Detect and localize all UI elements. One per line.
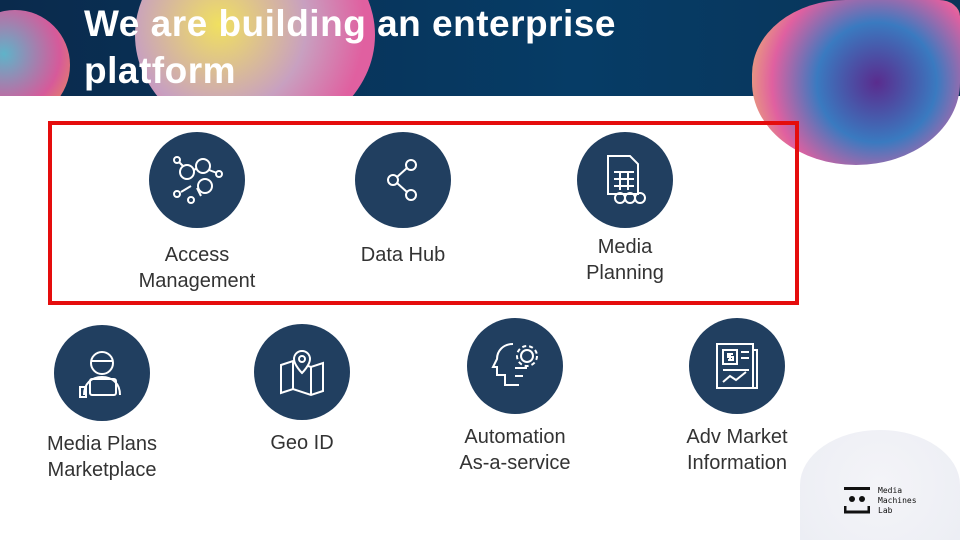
- feature-label: Adv Market: [686, 426, 788, 448]
- feature-label: Automation: [464, 426, 566, 448]
- logo-text: Media: [878, 486, 903, 495]
- page-title: We are building an enterprise platform: [84, 3, 616, 91]
- network-users-icon: [149, 132, 245, 228]
- feature-label: Information: [686, 452, 788, 474]
- decor-blob: [752, 0, 960, 165]
- feature-label: Media: [597, 236, 653, 258]
- logo-text: Machines: [878, 496, 917, 505]
- logo-face-icon: [844, 487, 870, 514]
- feature-label: Media Plans: [46, 433, 158, 455]
- feature-label: Access: [164, 244, 230, 266]
- document-coins-icon: [577, 132, 673, 228]
- share-icon: [355, 132, 451, 228]
- head-gear-icon: [467, 318, 563, 414]
- feature-label: Data Hub: [360, 244, 446, 266]
- user-laptop-icon: [54, 325, 150, 421]
- map-pin-icon: [254, 324, 350, 420]
- decor-blob: [135, 0, 375, 96]
- feature-label: Management: [138, 270, 256, 292]
- highlight-box: [48, 121, 799, 305]
- feature-geo-id[interactable]: Geo ID: [202, 324, 402, 456]
- newspaper-chart-icon: [689, 318, 785, 414]
- feature-data-hub[interactable]: Data Hub: [303, 132, 503, 268]
- feature-label: Geo ID: [270, 432, 334, 454]
- feature-label: Planning: [586, 262, 664, 284]
- decor-blob: [0, 10, 70, 96]
- feature-label: As-a-service: [459, 452, 571, 474]
- decor-blob: [800, 430, 960, 540]
- feature-label: Marketplace: [47, 459, 157, 481]
- logo-text: Lab: [878, 506, 893, 515]
